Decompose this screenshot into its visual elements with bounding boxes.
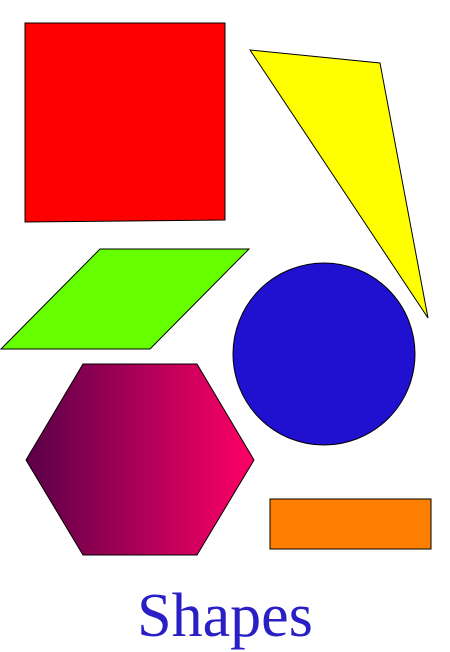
blue-circle xyxy=(232,262,416,446)
gradient-hexagon xyxy=(25,363,255,556)
green-parallelogram xyxy=(0,248,251,350)
caption-text: Shapes xyxy=(137,582,313,650)
orange-rectangle xyxy=(269,498,432,550)
yellow-triangle xyxy=(248,49,429,319)
red-square xyxy=(24,22,226,223)
